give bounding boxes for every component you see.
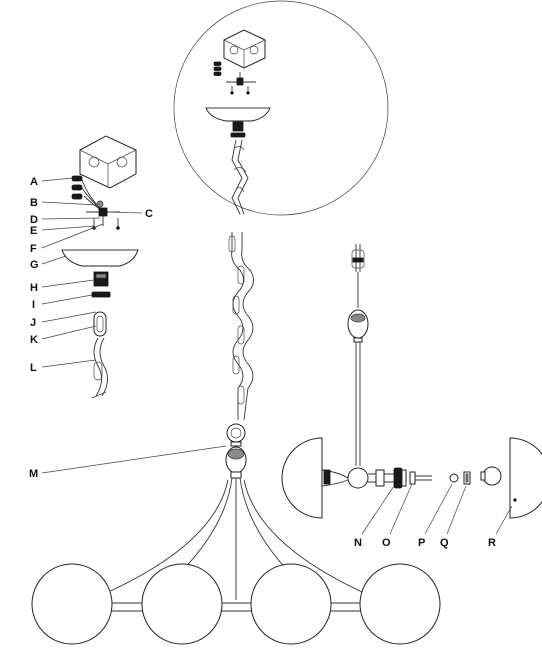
globes xyxy=(31,563,441,645)
label-i: I xyxy=(32,299,35,311)
canopy-detail xyxy=(205,107,271,138)
label-d: D xyxy=(30,214,38,226)
detail-circle xyxy=(173,0,389,216)
leader-lines xyxy=(41,177,513,535)
callout-labels: A B C D E F G H I J K L M N O P Q R xyxy=(29,176,496,549)
label-p: P xyxy=(418,537,425,549)
label-q: Q xyxy=(440,537,449,549)
main-chain xyxy=(228,232,254,421)
label-b: B xyxy=(30,197,38,209)
label-k: K xyxy=(30,334,38,346)
label-m: M xyxy=(29,468,38,480)
label-h: H xyxy=(30,282,38,294)
label-l: L xyxy=(30,362,37,374)
label-f: F xyxy=(30,243,37,255)
wire-nuts-detail xyxy=(213,61,222,76)
label-j: J xyxy=(30,317,36,329)
crossbar-detail xyxy=(226,72,256,95)
junction-box xyxy=(79,135,137,189)
arm-exploded xyxy=(281,244,542,519)
label-n: N xyxy=(354,537,362,549)
label-r: R xyxy=(488,537,496,549)
label-c: C xyxy=(145,208,153,220)
label-a: A xyxy=(30,176,38,188)
label-g: G xyxy=(30,259,39,271)
canopy-exploded xyxy=(61,135,139,399)
label-e: E xyxy=(30,225,37,237)
label-o: O xyxy=(382,537,391,549)
loop-and-body xyxy=(225,423,247,479)
junction-box-detail xyxy=(223,29,266,69)
chain-detail xyxy=(231,139,249,215)
